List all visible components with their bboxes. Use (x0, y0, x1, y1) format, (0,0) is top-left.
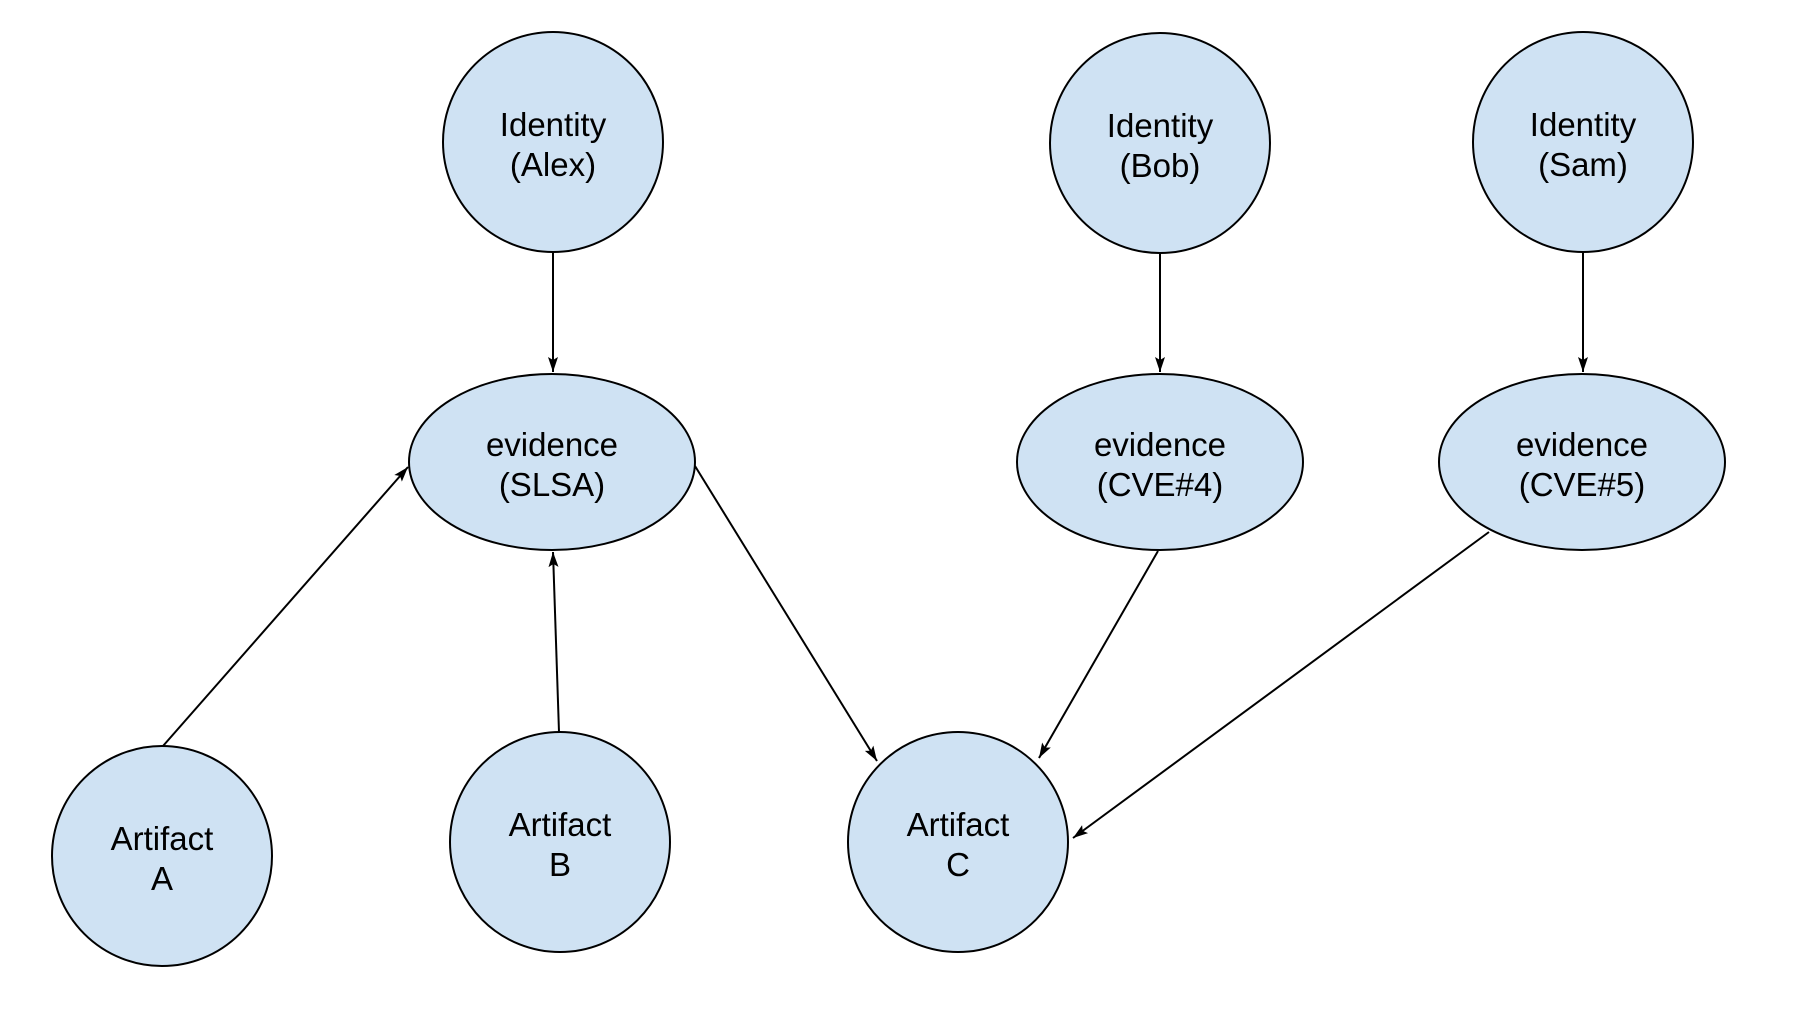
node-identity-bob: Identity (Bob) (1049, 32, 1271, 254)
identity-sam-shape (1472, 31, 1694, 253)
node-artifact-a: Artifact A (51, 745, 273, 967)
edge-evidence-cve4-to-artifact-c (1038, 550, 1159, 759)
artifact-a-shape (51, 745, 273, 967)
artifact-b-label-line1: Artifact (509, 806, 612, 843)
artifact-a-label-line1: Artifact (111, 820, 214, 857)
artifact-c-label-line1: Artifact (907, 806, 1010, 843)
evidence-cve4-label-line1: evidence (1094, 426, 1226, 463)
node-artifact-b: Artifact B (449, 731, 671, 953)
artifact-b-label-line2: B (549, 846, 571, 883)
artifact-c-label-line2: C (946, 846, 970, 883)
edges (162, 252, 1588, 839)
node-identity-alex: Identity (Alex) (442, 31, 664, 253)
artifact-a-label-line2: A (151, 860, 173, 897)
identity-alex-shape (442, 31, 664, 253)
edge-artifact-b-to-evidence-slsa (548, 551, 560, 733)
edge-evidence-cve5-to-artifact-c (1072, 531, 1490, 839)
identity-alex-label-line1: Identity (500, 106, 607, 143)
node-evidence-cve4: evidence (CVE#4) (1016, 373, 1304, 551)
evidence-cve5-label-line1: evidence (1516, 426, 1648, 463)
evidence-slsa-label-line1: evidence (486, 426, 618, 463)
edge-artifact-a-to-evidence-slsa (162, 466, 409, 747)
node-identity-sam: Identity (Sam) (1472, 31, 1694, 253)
node-evidence-cve5: evidence (CVE#5) (1438, 373, 1726, 551)
node-artifact-c: Artifact C (847, 731, 1069, 953)
identity-bob-label-line1: Identity (1107, 107, 1214, 144)
evidence-slsa-shape (408, 373, 696, 551)
identity-bob-shape (1049, 32, 1271, 254)
artifact-c-shape (847, 731, 1069, 953)
identity-alex-label-line2: (Alex) (510, 146, 596, 183)
node-evidence-slsa: evidence (SLSA) (408, 373, 696, 551)
artifact-b-shape (449, 731, 671, 953)
evidence-cve5-shape (1438, 373, 1726, 551)
evidence-cve4-label-line2: (CVE#4) (1097, 466, 1224, 503)
identity-sam-label-line2: (Sam) (1538, 146, 1628, 183)
identity-sam-label-line1: Identity (1530, 106, 1637, 143)
edge-evidence-slsa-to-artifact-c (694, 465, 878, 762)
evidence-slsa-label-line2: (SLSA) (499, 466, 605, 503)
evidence-cve5-label-line2: (CVE#5) (1519, 466, 1646, 503)
evidence-cve4-shape (1016, 373, 1304, 551)
identity-bob-label-line2: (Bob) (1120, 147, 1201, 184)
